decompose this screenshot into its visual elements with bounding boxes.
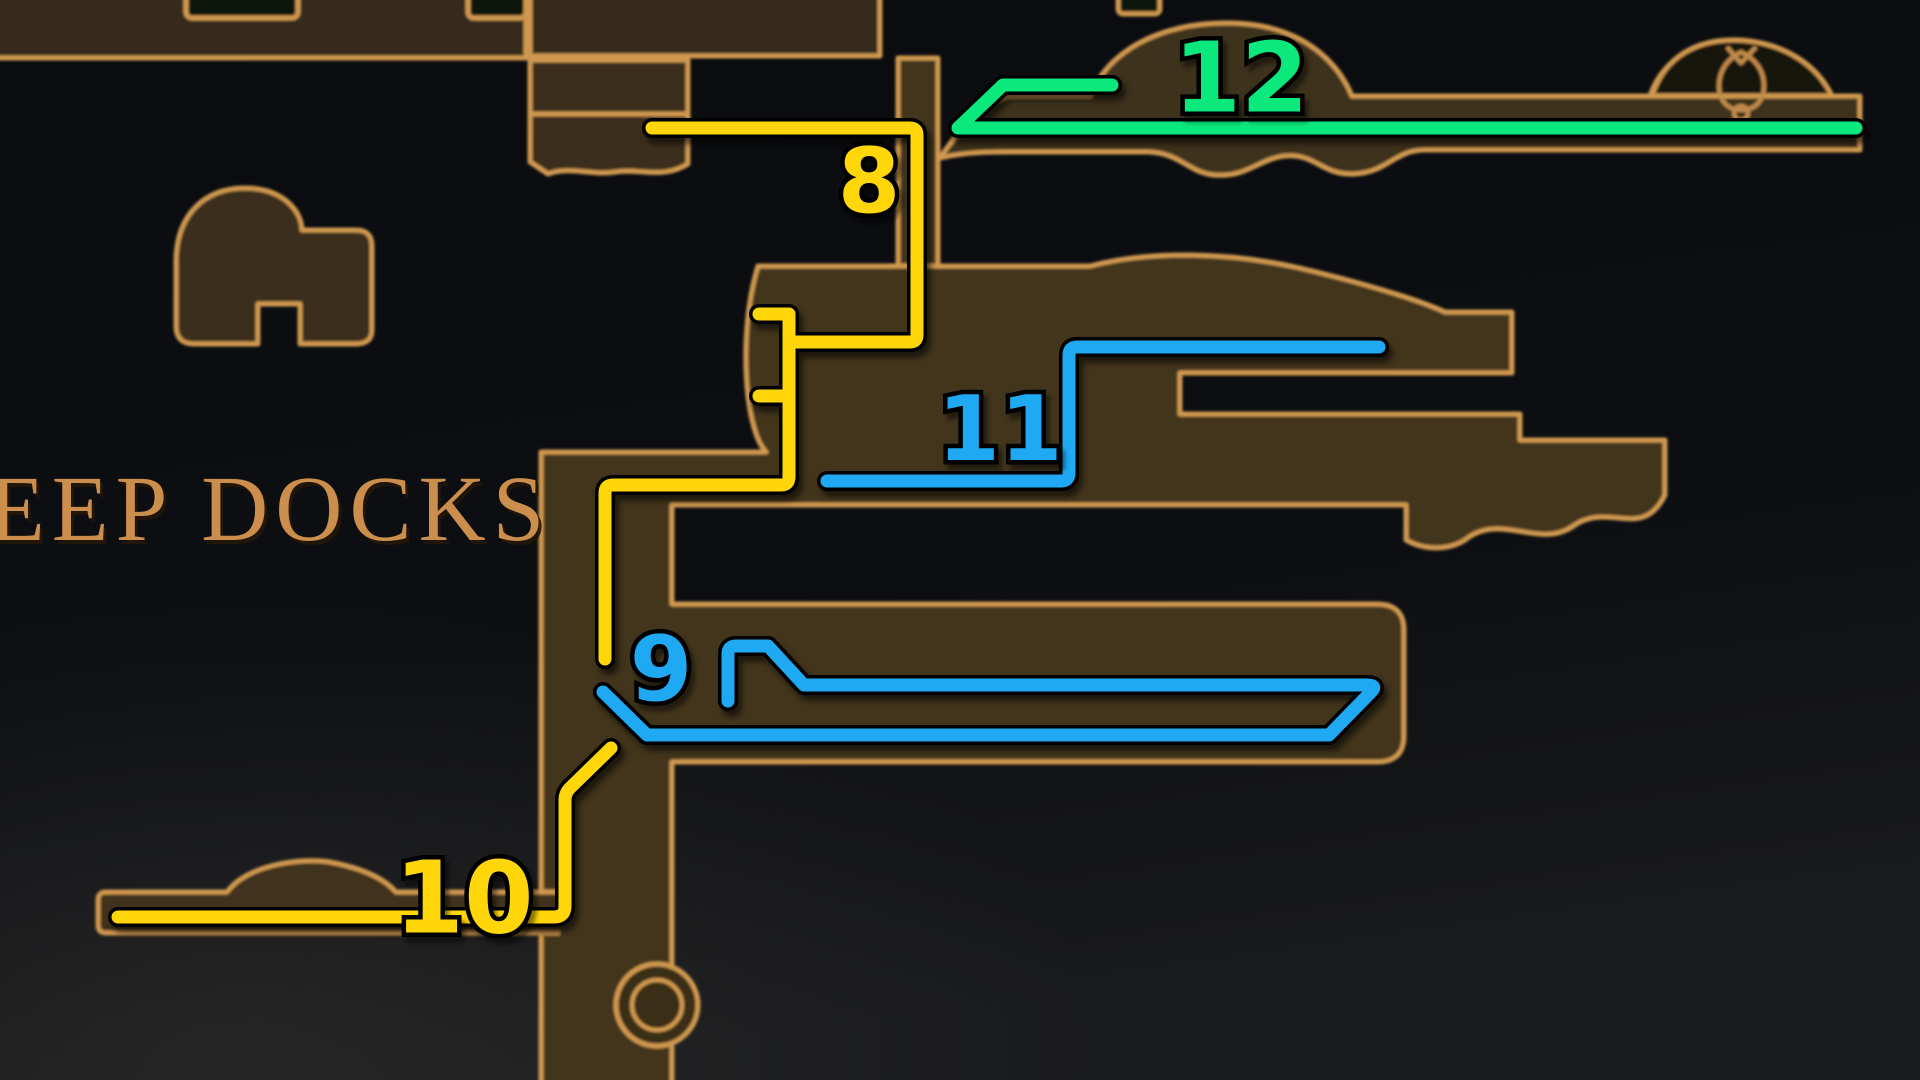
area-title-shadow: EEP DOCKS: [0, 462, 554, 565]
route-9-label: 9: [630, 617, 693, 722]
route-10-path: [108, 738, 621, 927]
room-top-notch-3: [1115, 0, 1163, 17]
route-8-path: [595, 118, 927, 669]
route-12-label: 12: [1174, 21, 1309, 134]
room-upper-left-lobe: [527, 57, 691, 177]
wheel-icon-hub: [629, 977, 685, 1033]
room-top-middle-strip: [527, 0, 883, 59]
room-top-left-band: [0, 0, 529, 61]
room-top-notch-1: [183, 0, 301, 21]
route-11-path: [817, 337, 1389, 491]
route-overlays: [108, 75, 1866, 927]
route-labels: 8 9 10 11 12: [390, 17, 1313, 961]
route-8-label: 8: [838, 129, 901, 234]
room-top-notch-2: [465, 0, 529, 21]
room-curved-left: [173, 185, 375, 347]
wheel-icon: [613, 961, 701, 1049]
route-12-path: [948, 75, 1866, 138]
room-neck-shaft-walls: [895, 55, 941, 274]
route-10-label: 10: [394, 840, 533, 957]
route-11-label: 11: [937, 377, 1062, 482]
room-corridor-walls: [95, 858, 560, 936]
area-title-label: EEP DOCKS: [0, 458, 551, 561]
room-central-mass: [538, 252, 1668, 1080]
area-title: EEP DOCKS EEP DOCKS: [0, 458, 554, 565]
bell-dome: [1649, 37, 1835, 99]
route-9-path: [593, 636, 1384, 745]
